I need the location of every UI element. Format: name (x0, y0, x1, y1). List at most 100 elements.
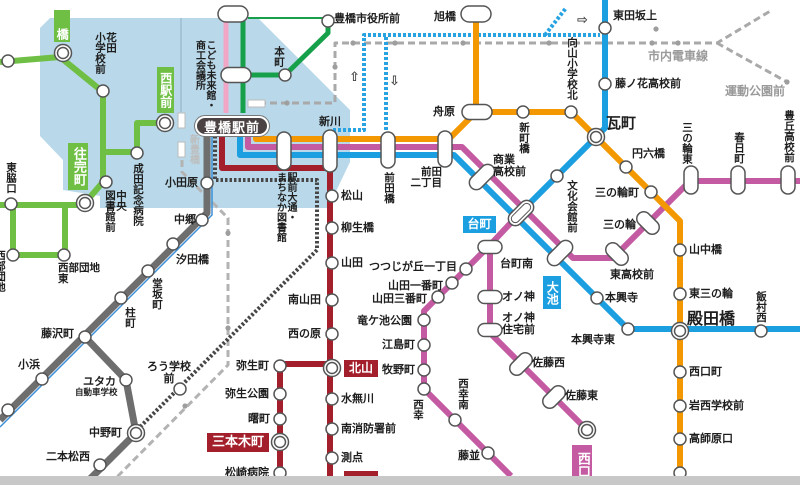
stop-dot (332, 64, 338, 70)
stop-dot (546, 40, 552, 46)
station-label: 柳生橋 (341, 221, 374, 234)
station-label: 西の原 (288, 327, 321, 340)
station-label: 前田橋 (383, 172, 396, 204)
station-label: 曙町 (248, 412, 270, 425)
station-label: 西幸 (412, 399, 425, 420)
station-label: 南消防署前 (341, 422, 396, 435)
station-label: 佐藤西 (532, 356, 565, 369)
station-label: 江島町 (382, 338, 415, 351)
station-label: 弥生町 (236, 359, 269, 372)
station-label: 三の輪東 (681, 122, 694, 164)
station-marker (93, 458, 107, 472)
station-marker (325, 451, 339, 465)
station-marker (130, 146, 144, 160)
station-label: 牧野町 (382, 363, 415, 376)
route-dots (182, 26, 790, 409)
station-name-badge: 橋 (54, 10, 70, 42)
major-station-marker (75, 193, 95, 213)
stop-dot (350, 40, 356, 46)
station-label: 山田 (341, 256, 363, 269)
major-station-marker (270, 432, 290, 452)
station-marker (96, 84, 110, 98)
station-sublabel: 自動車学校 (75, 388, 118, 398)
station-capsule-marker (276, 131, 292, 171)
railway-blue-edge-line (0, 118, 213, 428)
station-marker (166, 237, 180, 251)
station-marker (598, 21, 612, 35)
station-label: 東三の輪 (689, 287, 733, 300)
station-label: 水無川 (341, 392, 374, 405)
station-marker (1, 54, 15, 68)
station-marker (195, 213, 209, 227)
station-label: 本興寺東 (571, 333, 615, 346)
arrow-right-icon: ⇨ (577, 13, 588, 28)
station-capsule-marker (636, 211, 660, 235)
station-capsule-marker (509, 352, 533, 376)
station-marker (273, 387, 287, 401)
station-label: 豊橋市役所前 (334, 12, 400, 25)
station-marker (1, 403, 15, 417)
city-tram-line-label: 市内電車線 (648, 49, 709, 63)
station-marker (35, 372, 49, 386)
station-label: 藤ノ花高校前 (615, 77, 681, 90)
major-station-marker (322, 358, 342, 378)
bottom-scroll-bar[interactable] (0, 476, 800, 485)
station-capsule-marker (468, 163, 496, 191)
station-marker (754, 324, 768, 338)
station-marker (550, 169, 564, 183)
white-marker (177, 141, 186, 158)
station-marker (278, 68, 292, 82)
station-capsule-marker (477, 322, 503, 338)
stop-dot (182, 403, 188, 409)
station-label: 東高校前 (610, 268, 654, 281)
station-label: 殿田橋 (687, 309, 736, 328)
station-label: 小田原 (165, 176, 198, 189)
station-label: 本興寺 (605, 291, 638, 304)
station-marker (325, 327, 339, 341)
station-label: 柱町 (124, 307, 137, 328)
station-marker (325, 293, 339, 307)
station-marker (273, 412, 287, 426)
station-label: 岩西学校前 (689, 399, 744, 412)
station-label: 花田 小学校前 (94, 32, 118, 74)
station-label: 小浜 (18, 358, 40, 371)
stop-dot (649, 40, 655, 46)
station-label: 中郷 (174, 213, 196, 226)
station-label: 舟原 (433, 105, 455, 118)
station-marker (417, 363, 431, 377)
stop-dot (784, 79, 790, 85)
station-label: 高師原口 (689, 432, 733, 445)
white-marker (247, 99, 266, 108)
station-marker (621, 322, 635, 336)
undou-kouen-mae-label: 運動公園前 (725, 84, 786, 98)
station-name-badge: 北山 (344, 360, 378, 377)
station-marker (417, 338, 431, 352)
station-capsule-marker (477, 239, 503, 255)
station-marker (448, 413, 462, 427)
station-marker (4, 197, 18, 211)
station-label: 本町 (273, 46, 286, 67)
station-label: 西部団地 (0, 250, 7, 292)
station-marker (598, 77, 612, 91)
station-marker (673, 399, 687, 413)
major-station-marker (577, 420, 597, 440)
station-label: 春日町 (733, 132, 746, 164)
station-marker (114, 291, 128, 305)
station-label: 駅前大通・ まちなか図書館 (274, 172, 297, 242)
station-label: 松山 (341, 189, 363, 202)
station-label: 西口町 (689, 365, 722, 378)
station-capsule-marker (461, 103, 493, 121)
station-label: 三の輪町 (595, 186, 639, 199)
station-label: つつじが丘一丁目 (369, 260, 457, 273)
arrow-down-icon: ⇩ (389, 74, 400, 89)
stop-dot (653, 26, 659, 32)
station-name-badge: 大池 (543, 276, 561, 309)
station-label: 台町南 (500, 257, 533, 270)
station-label: 弥生公園 (225, 387, 269, 400)
station-name-badge: 西口 (572, 445, 592, 485)
station-marker (141, 264, 155, 278)
station-label: 豊丘高校前 (783, 110, 796, 163)
station-label: 文化会館前 (566, 180, 579, 233)
station-marker (99, 175, 113, 189)
